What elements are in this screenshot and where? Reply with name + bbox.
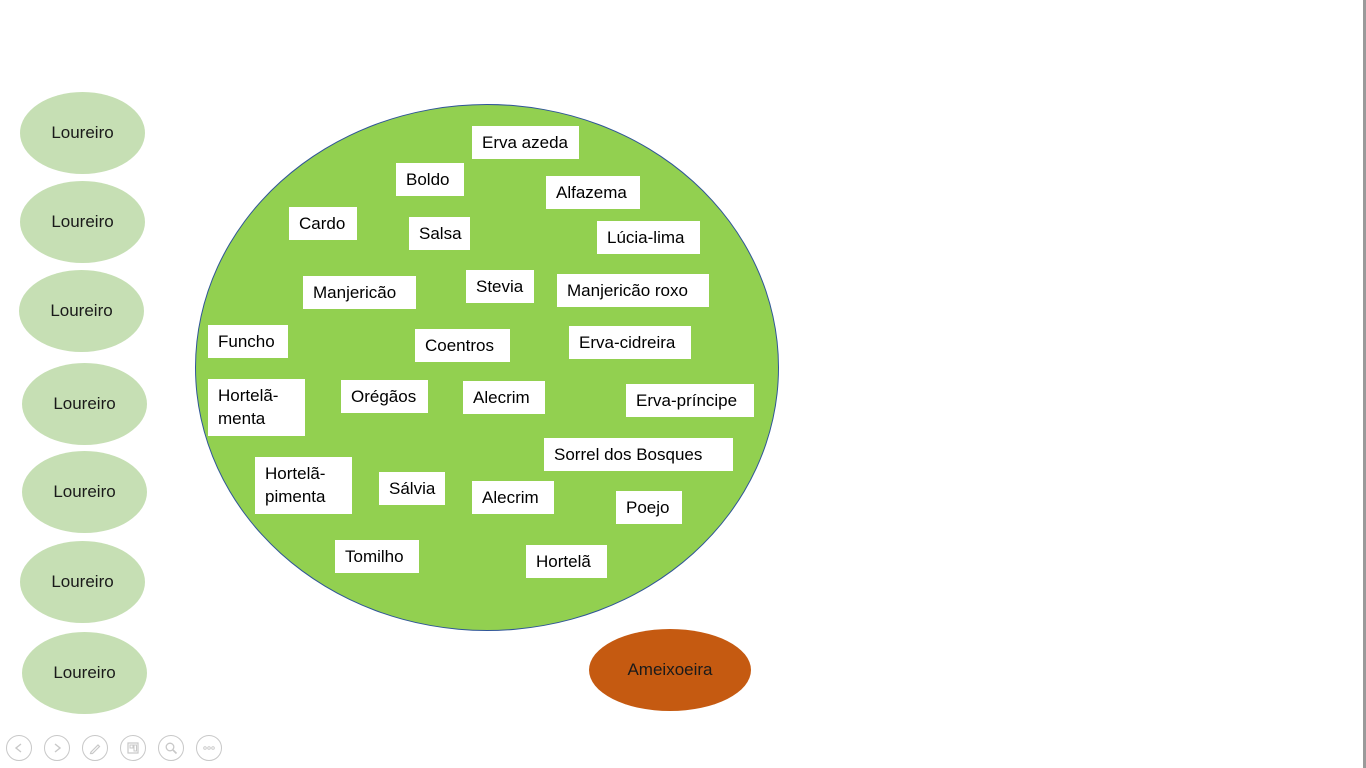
more-options-icon [203, 746, 215, 750]
herb-label-alfazema: Alfazema [546, 176, 640, 209]
pen-tool-button[interactable] [82, 735, 108, 761]
herb-label-lucia-lima: Lúcia-lima [597, 221, 700, 254]
herb-label-boldo: Boldo [396, 163, 464, 196]
herb-label-stevia: Stevia [466, 270, 534, 303]
laurel-label: Loureiro [51, 572, 114, 591]
laurel-shrub: Loureiro [20, 92, 145, 174]
herb-label-erva-principe: Erva-príncipe [626, 384, 754, 417]
herb-label-erva-cidreira: Erva-cidreira [569, 326, 691, 359]
previous-slide-button[interactable] [6, 735, 32, 761]
herb-label-funcho: Funcho [208, 325, 288, 358]
herb-label-coentros: Coentros [415, 329, 510, 362]
herb-label-sorrel-dos-bosques: Sorrel dos Bosques [544, 438, 733, 471]
laurel-label: Loureiro [53, 394, 116, 413]
herb-label-hortela-menta: Hortelã-menta [208, 379, 305, 436]
herb-label-hortela: Hortelã [526, 545, 607, 578]
herb-label-salvia: Sálvia [379, 472, 445, 505]
herb-label-cardo: Cardo [289, 207, 357, 240]
herb-label-manjericao: Manjericão [303, 276, 416, 309]
herb-label-hortela-pimenta: Hortelã-pimenta [255, 457, 352, 514]
see-all-slides-button[interactable] [120, 735, 146, 761]
plum-tree: Ameixoeira [589, 629, 751, 711]
herb-garden-bed [195, 104, 779, 631]
pen-icon [89, 744, 101, 755]
laurel-label: Loureiro [51, 212, 114, 231]
laurel-label: Loureiro [50, 301, 113, 320]
laurel-shrub: Loureiro [22, 632, 147, 714]
zoom-icon [165, 742, 178, 755]
next-slide-button[interactable] [44, 735, 70, 761]
herb-label-salsa: Salsa [409, 217, 470, 250]
laurel-label: Loureiro [51, 123, 114, 142]
herb-label-alecrim: Alecrim [472, 481, 554, 514]
herb-label-alecrim: Alecrim [463, 381, 545, 414]
herb-label-manjericao-roxo: Manjericão roxo [557, 274, 709, 307]
zoom-button[interactable] [158, 735, 184, 761]
vertical-scrollbar[interactable] [1363, 0, 1366, 768]
laurel-label: Loureiro [53, 663, 116, 682]
laurel-shrub: Loureiro [20, 541, 145, 623]
more-options-button[interactable] [196, 735, 222, 761]
herb-label-erva-azeda: Erva azeda [472, 126, 579, 159]
previous-slide-icon [14, 743, 22, 753]
plum-tree-label: Ameixoeira [627, 660, 713, 679]
slide-grid-icon [127, 742, 139, 754]
laurel-shrub: Loureiro [19, 270, 144, 352]
laurel-shrub: Loureiro [20, 181, 145, 263]
laurel-label: Loureiro [53, 482, 116, 501]
herb-label-poejo: Poejo [616, 491, 682, 524]
laurel-shrub: Loureiro [22, 451, 147, 533]
herb-label-tomilho: Tomilho [335, 540, 419, 573]
herb-label-oregaos: Orégãos [341, 380, 428, 413]
laurel-shrub: Loureiro [22, 363, 147, 445]
next-slide-icon [54, 743, 62, 753]
